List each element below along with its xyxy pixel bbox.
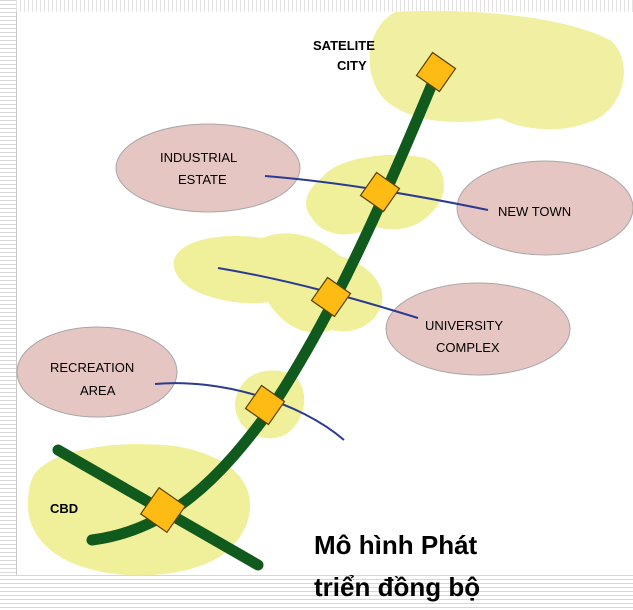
station-industrial [359, 171, 401, 213]
recreation-area-ellipse [16, 326, 178, 418]
university-complex-label-line2: COMPLEX [436, 340, 500, 355]
satellite-city-label-line2: CITY [337, 58, 367, 73]
top-stripe-decoration [16, 0, 633, 12]
satellite-zone [369, 10, 624, 130]
left-stripe-decoration [0, 0, 16, 575]
satellite-city-label-line1: SATELITE [313, 38, 375, 53]
industrial-estate-ellipse [115, 123, 301, 213]
station-satellite [415, 51, 457, 93]
bottom-stripe-decoration [0, 575, 633, 610]
station-recreation [244, 384, 286, 426]
new-town-ellipse [456, 160, 633, 256]
cbd-zone [28, 444, 251, 576]
station-university [310, 276, 352, 318]
industrial-estate-label-line1: INDUSTRIAL [160, 150, 237, 165]
caption-line-2: triển đồng bộ [314, 572, 481, 602]
university-complex-ellipse [385, 282, 571, 376]
district-ellipses [16, 123, 633, 418]
caption-line-1: Mô hình Phát [314, 530, 478, 560]
new-town-label: NEW TOWN [498, 204, 571, 219]
recreation-area-label-line1: RECREATION [50, 360, 134, 375]
stations [139, 51, 457, 534]
cbd-label: CBD [50, 501, 78, 516]
frame-rule [16, 12, 17, 575]
industrial-estate-label-line2: ESTATE [178, 172, 227, 187]
slide-caption: Mô hình Phát triển đồng bộ [314, 524, 614, 608]
university-complex-label-line1: UNIVERSITY [425, 318, 503, 333]
station-cbd [139, 486, 187, 534]
recreation-area-label-line2: AREA [80, 383, 116, 398]
university-zone [173, 233, 383, 333]
labels: SATELITE CITY INDUSTRIAL ESTATE NEW TOWN… [50, 38, 571, 516]
